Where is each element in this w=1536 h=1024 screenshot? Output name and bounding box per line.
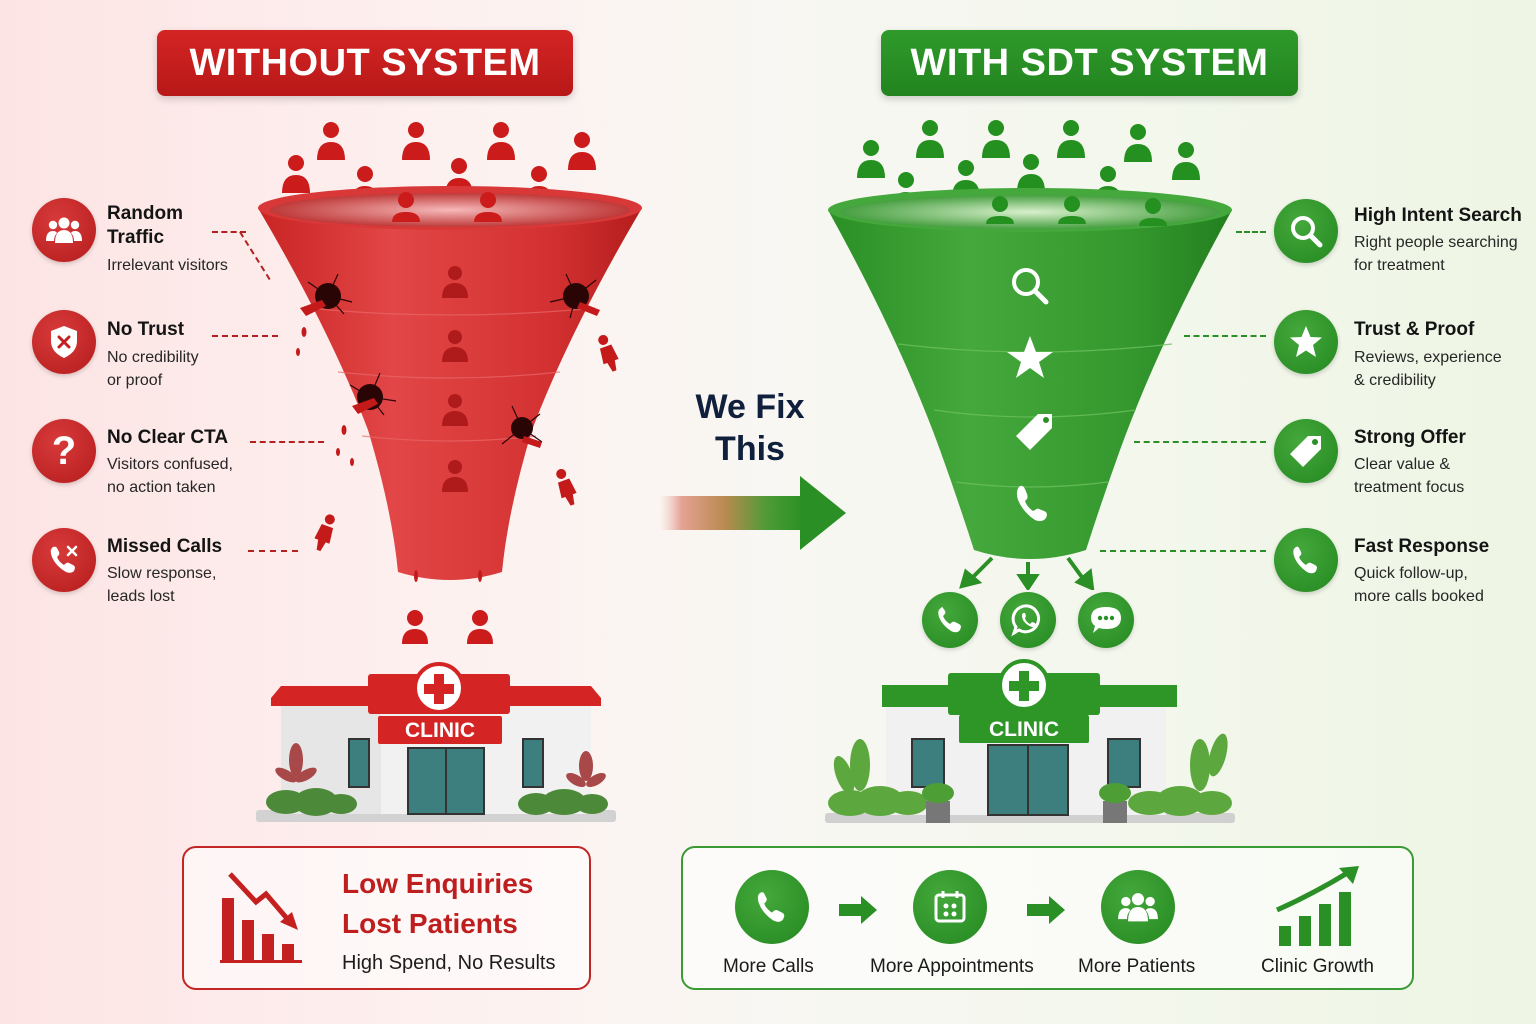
growth-chart-icon [1275, 866, 1359, 946]
declining-chart-icon [220, 872, 302, 963]
step-label: More Calls [723, 956, 814, 977]
search-icon [1274, 199, 1338, 263]
item-desc-line2: & credibility [1354, 372, 1436, 389]
item-desc-line1: Clear value & [1354, 456, 1451, 473]
lost-visitors [314, 334, 619, 552]
arrow-right-icon [1027, 896, 1065, 924]
fix-line1: We Fix [695, 388, 805, 426]
arrow-right-icon [839, 896, 877, 924]
phone-icon [1274, 528, 1338, 592]
item-desc-line2: leads lost [107, 588, 175, 605]
phone-channel [922, 592, 978, 648]
result-subtitle: High Spend, No Results [342, 952, 556, 974]
question-icon: ? [32, 419, 96, 483]
phone-icon [1016, 485, 1047, 522]
item-desc-line2: treatment focus [1354, 479, 1465, 496]
phone-icon [938, 607, 961, 633]
whatsapp-icon [1011, 604, 1041, 637]
star-icon [1274, 310, 1338, 374]
result-title-line2: Lost Patients [342, 908, 518, 939]
users-icon [32, 198, 96, 262]
connector-line [1184, 335, 1266, 337]
item-desc-line2: or proof [107, 372, 163, 389]
item-desc-line1: Reviews, experience [1354, 349, 1502, 366]
star-icon [1007, 336, 1053, 378]
item-desc-line2: no action taken [107, 479, 216, 496]
users-icon [1101, 870, 1175, 944]
missed-call-icon [32, 528, 96, 592]
chat-icon [1091, 607, 1121, 633]
connector-line [212, 335, 278, 337]
item-title: Strong Offer [1354, 427, 1466, 448]
step-label: More Appointments [870, 956, 1034, 977]
search-icon [1012, 268, 1049, 305]
tag-icon [1016, 414, 1052, 450]
whatsapp-channel [1000, 592, 1056, 648]
connector-line [212, 231, 246, 233]
clinic-sign-label: CLINIC [989, 718, 1059, 741]
tag-icon [1274, 419, 1338, 483]
step-label: More Patients [1078, 956, 1196, 977]
item-desc-line2: more calls booked [1354, 588, 1484, 605]
item-desc-line1: Right people searching [1354, 234, 1518, 251]
connector-line [250, 441, 324, 443]
fix-line2: This [715, 430, 785, 468]
chat-channel [1078, 592, 1134, 648]
item-title-line2: Traffic [107, 227, 165, 248]
item-title: No Clear CTA [107, 427, 229, 448]
with-sdt-system-banner: WITH SDT SYSTEM [881, 30, 1298, 96]
connector-line [1134, 441, 1266, 443]
item-desc-line1: No credibility [107, 349, 199, 366]
clinic-sign-label: CLINIC [405, 719, 475, 742]
incoming-visitors [282, 122, 596, 204]
item-title: No Trust [107, 319, 185, 340]
item-desc-line1: Visitors confused, [107, 456, 233, 473]
clinic-building-green: CLINIC [825, 659, 1235, 823]
leaky-funnel [258, 122, 642, 644]
item-title: Missed Calls [107, 536, 223, 557]
without-system-banner: WITHOUT SYSTEM [157, 30, 573, 96]
connector-line [1100, 550, 1266, 552]
transition-arrow-icon [660, 476, 846, 550]
item-desc-line2: for treatment [1354, 257, 1445, 274]
clinic-building-red: CLINIC [256, 662, 616, 822]
result-title-line1: Low Enquiries [342, 868, 534, 899]
shield-x-icon [32, 310, 96, 374]
few-patients [402, 610, 493, 644]
item-title-line1: Random [107, 203, 183, 224]
with-system-result-panel: More Calls More Appointments More Patien… [681, 846, 1414, 990]
step-label: Clinic Growth [1261, 956, 1374, 977]
item-title: Trust & Proof [1354, 319, 1475, 340]
item-desc-line1: Slow response, [107, 565, 217, 582]
connector-line [248, 550, 298, 552]
calendar-icon [913, 870, 987, 944]
item-title: Fast Response [1354, 536, 1490, 557]
item-title: High Intent Search [1354, 205, 1522, 226]
optimized-funnel [828, 120, 1232, 590]
without-system-result-panel: Low Enquiries Lost Patients High Spend, … [182, 846, 591, 990]
connector-line [1236, 231, 1266, 233]
phone-icon [735, 870, 809, 944]
item-desc-line1: Quick follow-up, [1354, 565, 1468, 582]
we-fix-this-label: We Fix This [680, 386, 820, 470]
item-desc: Irrelevant visitors [107, 257, 228, 274]
